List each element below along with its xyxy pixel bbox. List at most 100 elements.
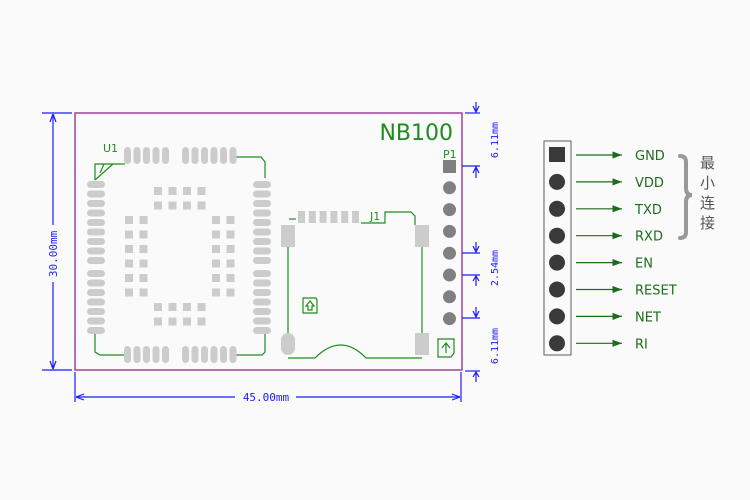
j1-label: J1 [369, 210, 380, 223]
u1-thermal-pad [212, 230, 220, 239]
u1-footprint: U1 [87, 142, 271, 363]
u1-pad [124, 147, 131, 164]
u1-pad [210, 147, 218, 164]
u1-pad [253, 327, 271, 334]
u1-thermal-pad [154, 187, 162, 195]
top-offset-label: 6.11mm [490, 122, 501, 158]
u1-pad [87, 238, 105, 245]
u1-pad [253, 308, 271, 315]
legend-pin [549, 227, 565, 244]
j1-contact-pad [352, 211, 359, 223]
p1-pin [443, 224, 456, 238]
u1-thermal-pad [168, 201, 177, 210]
height-label: 30.00mm [47, 230, 60, 277]
u1-pad [87, 327, 105, 334]
u1-thermal-pad [212, 259, 220, 268]
u1-thermal-pad [183, 187, 191, 195]
p1-orientation-mark [437, 338, 455, 358]
width-dimension: 45.00mm [74, 372, 462, 404]
u1-pad [210, 346, 218, 363]
p1-pin [443, 312, 456, 326]
u1-thermal-pad [212, 288, 220, 297]
u1-pad [253, 190, 271, 198]
u1-pad [87, 181, 105, 188]
u1-thermal-pad [212, 245, 220, 253]
u1-pad [87, 289, 105, 296]
bottom-offset-label: 6.11mm [490, 328, 501, 364]
u1-pad [87, 209, 105, 217]
u1-pad [253, 219, 271, 226]
u1-thermal-pad [212, 216, 220, 224]
u1-thermal-pad [197, 187, 206, 195]
u1-thermal-pad [139, 245, 148, 253]
u1-thermal-pad [183, 317, 191, 326]
u1-pad [124, 346, 131, 363]
j1-mount-pad [281, 225, 295, 247]
u1-pad [253, 228, 271, 236]
u1-thermal-pad [226, 230, 235, 239]
u1-pad [253, 200, 271, 207]
right-dimensions: 6.11mm 2.54mm 6.11mm [462, 102, 501, 382]
u1-pad [191, 346, 199, 363]
u1-thermal-pad [139, 230, 148, 239]
u1-pad [133, 147, 141, 164]
j1-footprint: J1 [281, 210, 429, 359]
pin-label-rxd: RXD [635, 230, 663, 245]
legend-pin [549, 254, 565, 271]
minimal-connection-char: 最 [700, 154, 715, 172]
u1-pad [87, 298, 105, 306]
u1-thermal-pad [125, 230, 133, 239]
height-dimension: 30.00mm [42, 112, 72, 371]
u1-thermal-pad [139, 216, 148, 224]
j1-mount-pad [415, 333, 429, 355]
u1-thermal-pad [125, 259, 133, 268]
u1-pad [253, 289, 271, 296]
legend-pin [549, 308, 565, 325]
u1-thermal-pad [197, 317, 206, 326]
p1-pin [443, 290, 456, 304]
j1-mount-pad [415, 225, 429, 247]
u1-pad [201, 346, 208, 363]
u1-thermal-pad [183, 201, 191, 210]
u1-pad [253, 298, 271, 306]
p1-pin [443, 246, 456, 260]
u1-pad [253, 238, 271, 245]
u1-pad [229, 346, 237, 363]
pin-label-ri: RI [635, 337, 648, 352]
u1-thermal-pad [125, 288, 133, 297]
j1-contact-pad [308, 211, 316, 223]
u1-thermal-pad [125, 245, 133, 253]
p1-pin-square [443, 160, 456, 173]
u1-thermal-pad [168, 317, 177, 326]
u1-pad [220, 346, 227, 363]
u1-pad [87, 190, 105, 198]
u1-pad [87, 308, 105, 315]
u1-pad [220, 147, 227, 164]
u1-pad [87, 317, 105, 325]
u1-thermal-pad [139, 288, 148, 297]
j1-contact-pad [298, 211, 305, 223]
u1-pad [182, 346, 189, 363]
u1-thermal-pad [168, 187, 177, 195]
u1-pad [152, 147, 160, 164]
u1-pad [87, 228, 105, 236]
pin-label-en: EN [635, 257, 653, 272]
u1-pad [182, 147, 189, 164]
u1-label: U1 [103, 142, 118, 155]
width-label: 45.00mm [243, 391, 290, 404]
u1-pad [253, 257, 271, 264]
u1-pad [87, 200, 105, 207]
p1-header: P1 [437, 148, 457, 358]
u1-thermal-pad [125, 274, 133, 282]
u1-thermal-pad [226, 245, 235, 253]
legend-pin [549, 335, 565, 352]
u1-pad [87, 247, 105, 255]
minimal-connection-char: 小 [700, 174, 715, 192]
j1-contact-pad [319, 211, 327, 223]
u1-pad [87, 257, 105, 264]
u1-thermal-pad [226, 259, 235, 268]
p1-pin [443, 181, 456, 195]
u1-pad [152, 346, 160, 363]
u1-pad [229, 147, 237, 164]
